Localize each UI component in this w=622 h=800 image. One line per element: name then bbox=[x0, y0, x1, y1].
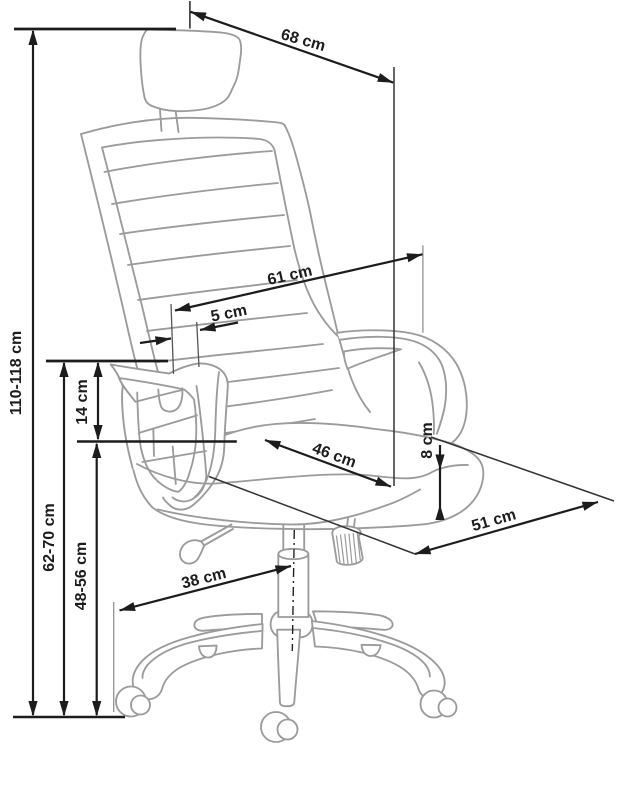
svg-text:14 cm: 14 cm bbox=[74, 379, 91, 424]
svg-text:110-118 cm: 110-118 cm bbox=[8, 331, 25, 416]
svg-text:48-56 cm: 48-56 cm bbox=[73, 542, 90, 611]
svg-text:8 cm: 8 cm bbox=[419, 422, 436, 458]
svg-text:62-70 cm: 62-70 cm bbox=[41, 503, 58, 572]
svg-text:5 cm: 5 cm bbox=[209, 302, 248, 326]
